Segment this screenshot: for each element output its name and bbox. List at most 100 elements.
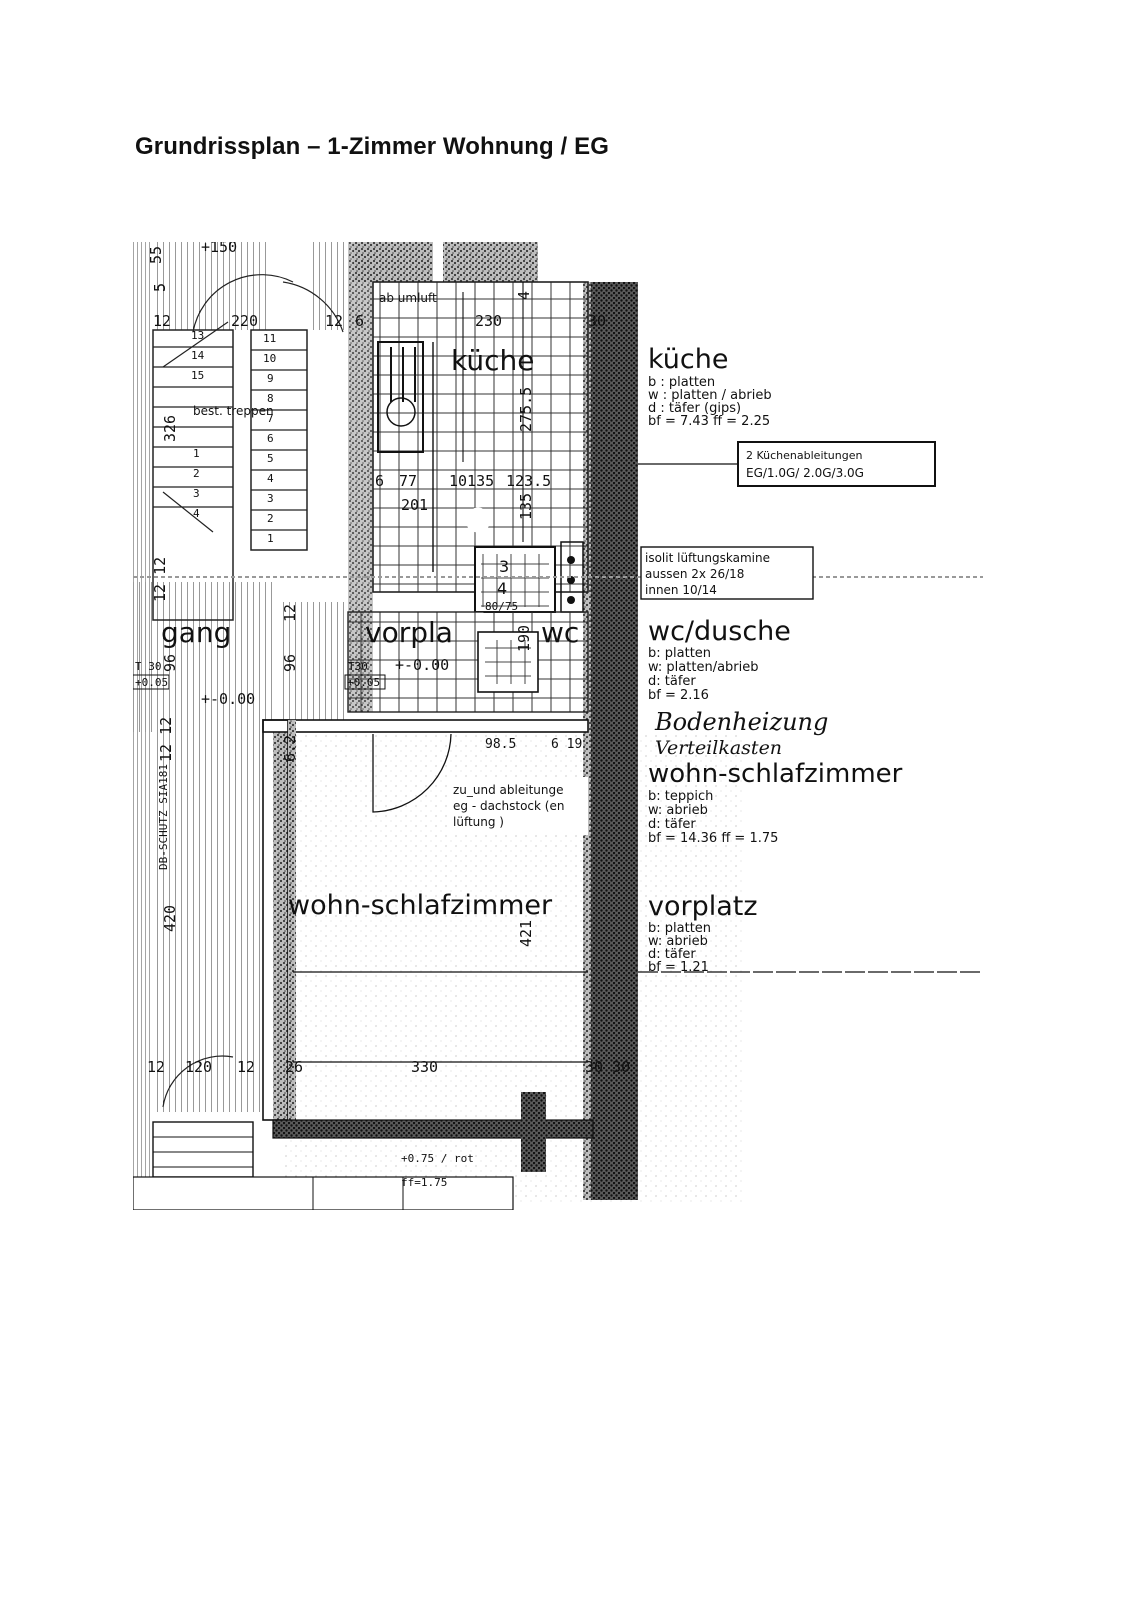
legend-wc-w: w: platten/abrieb — [648, 660, 759, 675]
dim-150: +150 — [201, 242, 237, 256]
stair-step-numbers: 13 14 15 11 10 9 8 7 6 5 4 3 2 1 1 2 3 4 — [191, 329, 276, 545]
step-3: 3 — [267, 492, 274, 505]
step-14: 14 — [191, 349, 205, 362]
legend-kueche-bf: bf = 7.43 ff = 2.25 — [648, 414, 770, 429]
dim-96a: 96 — [281, 654, 299, 672]
dim-5: 5 — [151, 283, 169, 292]
step-10: 10 — [263, 352, 276, 365]
dim-1212: 12 12 — [151, 557, 169, 602]
legend-wc-b: b: platten — [648, 646, 711, 661]
abluft-label: ab umluft — [379, 291, 437, 305]
legend-kueche-d: d : täfer (gips) — [648, 401, 741, 416]
legend-wohn: wohn-schlafzimmer b: teppich w: abrieb d… — [648, 759, 903, 846]
step-9: 9 — [267, 372, 274, 385]
dim-326: 326 — [161, 415, 179, 442]
t30-left: T 30 — [135, 660, 162, 673]
step-1: 1 — [267, 532, 274, 545]
kamine-box: isolit lüftungskamine aussen 2x 26/18 in… — [640, 546, 814, 600]
step-15: 15 — [191, 369, 204, 382]
step-11: 11 — [263, 332, 276, 345]
handwritten-note: Bodenheizung Verteilkasten — [654, 708, 828, 759]
dim-3030: 30 30 — [585, 1058, 630, 1076]
legend-vorplatz-w: w: abrieb — [648, 934, 708, 949]
step-1b: 1 — [193, 447, 200, 460]
kuechenableitungen-box: 2 Küchenableitungen EG/1.0G/ 2.0G/3.0G — [737, 441, 936, 487]
legend-kueche-title: küche — [648, 344, 729, 375]
bottom-left-stairs — [133, 1121, 514, 1210]
dim-2755: 275.5 — [517, 387, 535, 432]
dim-1235: 123.5 — [506, 472, 551, 490]
ff-175: ff=1.75 — [401, 1176, 447, 1189]
dim-62: 6.2 — [281, 735, 299, 762]
level-markers: T 30 +0.05 T30 +0.05 +-0.00 +-0.00 ff=1.… — [133, 656, 474, 1189]
dim-26: 26 — [285, 1058, 303, 1076]
legend-wc: wc/dusche b: platten w: platten/abrieb d… — [648, 616, 791, 703]
wohn-room-label: wohn-schlafzimmer — [288, 890, 553, 921]
dimension-labels: 55 5 +150 12 220 12 6 230 4 30 275.5 326… — [147, 242, 630, 1076]
step-2b: 2 — [193, 467, 200, 480]
dim-30: 30 — [588, 312, 606, 330]
dim-120: 120 — [185, 1058, 212, 1076]
legend-wohn-b: b: teppich — [648, 789, 713, 804]
legend-vorplatz-d: d: täfer — [648, 947, 696, 962]
dim-55: 55 — [147, 246, 165, 264]
legend-wohn-title: wohn-schlafzimmer — [648, 759, 903, 789]
step-4b: 4 — [193, 507, 200, 520]
level-000-gang: +-0.00 — [201, 690, 255, 708]
zu-ableitung-line2: eg - dachstock (en — [453, 799, 564, 813]
step-2: 2 — [267, 512, 274, 525]
legend-kueche-w: w : platten / abrieb — [648, 388, 772, 403]
legend-vorplatz-title: vorplatz — [648, 891, 758, 922]
shaft-4: 4 — [497, 579, 507, 598]
dim-201: 201 — [401, 496, 428, 514]
step-7: 7 — [267, 412, 274, 425]
kitchen-tiles — [372, 281, 589, 637]
exterior-wall — [588, 282, 638, 1200]
wohnraum-walls — [262, 719, 594, 1172]
legend-vorplatz: vorplatz b: platten w: abrieb d: täfer b… — [648, 891, 758, 975]
step-8: 8 — [267, 392, 274, 405]
legend-vorplatz-bf: bf = 1.21 — [648, 960, 709, 975]
dim-12c: 12 — [281, 604, 299, 622]
level-000-vorplatz: +-0.00 — [395, 656, 449, 674]
level-005-left: +0.05 — [135, 676, 168, 689]
legend-wc-title: wc/dusche — [648, 616, 791, 647]
dim-220: 220 — [231, 312, 258, 330]
kueche-room-label: küche — [451, 344, 534, 377]
legend-wc-bf: bf = 2.16 — [648, 688, 709, 703]
dim-619: 6 19 — [551, 737, 582, 752]
gang-label: gang — [161, 616, 231, 649]
handwritten-bodenheizung: Bodenheizung — [654, 708, 828, 736]
level-005-mid: +0.05 — [347, 676, 380, 689]
treppen-label: best. treppen — [193, 404, 274, 418]
step-13: 13 — [191, 329, 204, 342]
step-6: 6 — [267, 432, 274, 445]
kamine-line1: isolit lüftungskamine — [645, 551, 770, 565]
dim-1212b: 12 12 — [157, 717, 175, 762]
vorplatz-wc-tiles — [347, 611, 589, 713]
dim-420: 420 — [161, 905, 179, 932]
zu-ableitung-line1: zu_und ableitunge — [453, 783, 563, 797]
dim-12d: 12 — [147, 1058, 165, 1076]
step-3b: 3 — [193, 487, 200, 500]
step-4: 4 — [267, 472, 274, 485]
dim-330: 330 — [411, 1058, 438, 1076]
kuechen-box-line1: 2 Küchenableitungen — [746, 449, 863, 462]
legend-wohn-d: d: täfer — [648, 817, 696, 832]
dim-190: 190 — [515, 625, 533, 652]
dim-12a: 12 — [153, 312, 171, 330]
dim-96b: 96 — [161, 654, 179, 672]
kamine-line3: innen 10/14 — [645, 583, 717, 597]
level-rot: +0.75 / rot — [401, 1152, 474, 1165]
dim-12b: 12 — [325, 312, 343, 330]
legend-wc-d: d: täfer — [648, 674, 696, 689]
legend-kueche: küche b : platten w : platten / abrieb d… — [648, 344, 772, 429]
dim-6-top: 6 — [355, 312, 364, 330]
dim-12e: 12 — [237, 1058, 255, 1076]
stairs — [152, 274, 344, 1108]
handwritten-verteilkasten: Verteilkasten — [655, 737, 782, 759]
step-5: 5 — [267, 452, 274, 465]
vorplatz-room-label: vorpla — [365, 616, 453, 649]
zu-ableitung-line3: lüftung ) — [453, 815, 504, 829]
shaft-3: 3 — [499, 557, 509, 576]
